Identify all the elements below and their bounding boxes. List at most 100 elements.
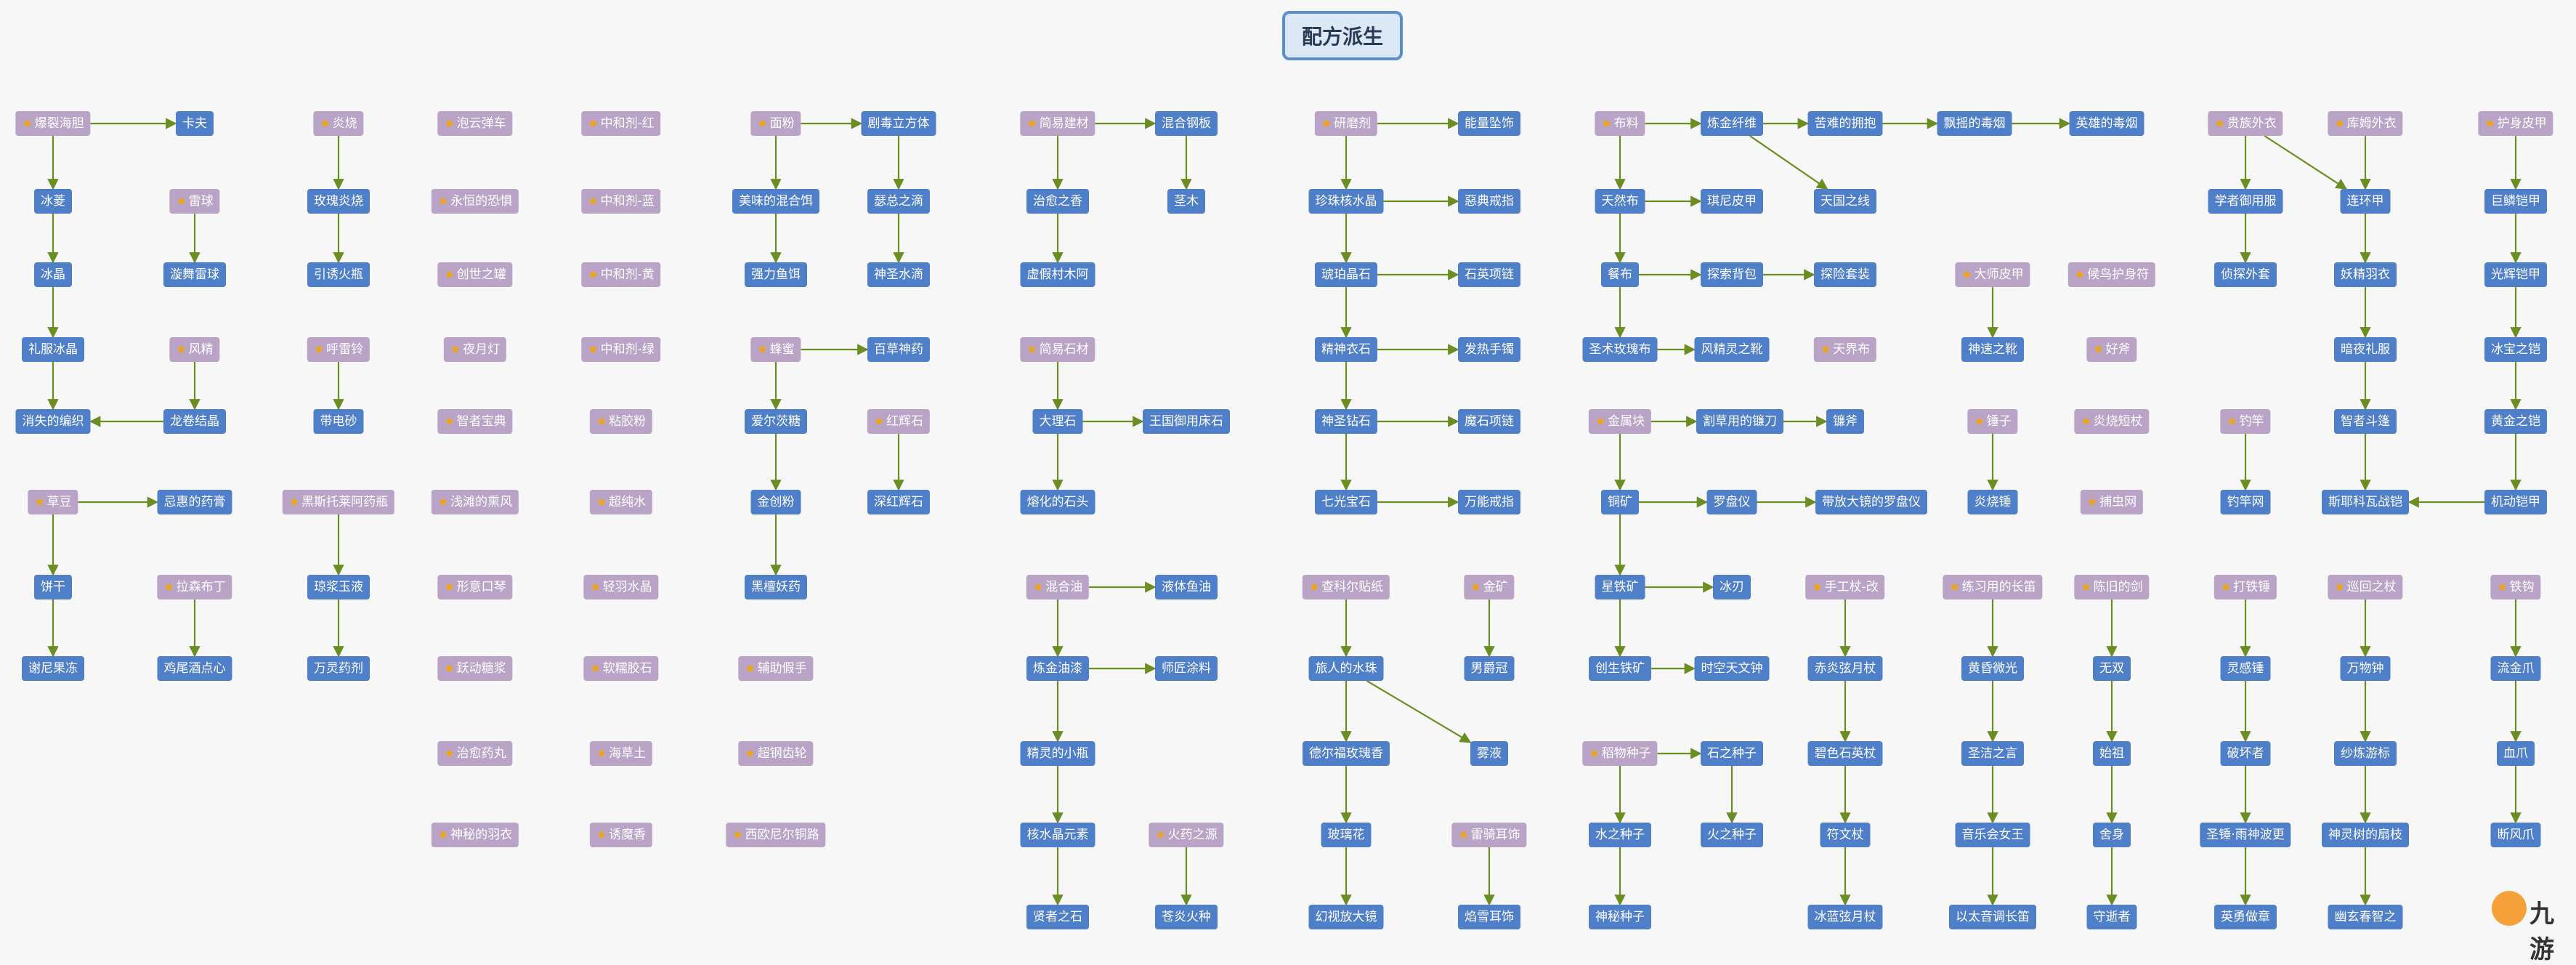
watermark-text: 九游 bbox=[2530, 900, 2554, 964]
recipe-node-label: 中和剂-蓝 bbox=[600, 194, 655, 209]
recipe-node-label: 幽玄春智之 bbox=[2334, 910, 2397, 924]
star-icon: ★ bbox=[1595, 414, 1606, 428]
recipe-node: ★智者宝典 bbox=[437, 409, 513, 434]
recipe-node-label: 神圣钻石 bbox=[1321, 414, 1371, 429]
star-icon: ★ bbox=[1812, 580, 1823, 594]
recipe-node-label: 神速之靴 bbox=[1968, 342, 2017, 357]
recipe-node: 学者御用服 bbox=[2208, 189, 2283, 214]
recipe-node-label: 琪尼皮甲 bbox=[1707, 194, 1757, 209]
recipe-node: 暗夜礼服 bbox=[2334, 337, 2397, 362]
star-icon: ★ bbox=[596, 828, 607, 841]
recipe-node-label: 钓竿 bbox=[2239, 414, 2264, 429]
recipe-node: ★布料 bbox=[1595, 111, 1645, 136]
recipe-node: ★爆裂海胆 bbox=[15, 111, 91, 136]
recipe-node: 以太音调长笛 bbox=[1949, 905, 2036, 929]
recipe-node-label: 精灵的小瓶 bbox=[1026, 746, 1089, 761]
star-icon: ★ bbox=[1026, 342, 1037, 356]
recipe-node-label: 冰蓝弦月杖 bbox=[1814, 910, 1876, 924]
recipe-node: 巨鳞铠甲 bbox=[2484, 189, 2547, 214]
recipe-node: ★简易建材 bbox=[1020, 111, 1095, 136]
recipe-node: 神圣水滴 bbox=[867, 262, 930, 287]
star-icon: ★ bbox=[873, 414, 885, 428]
recipe-node: ★练习用的长笛 bbox=[1943, 575, 2043, 599]
recipe-node-label: 罗盘仪 bbox=[1713, 495, 1751, 509]
recipe-node: ★轻羽水晶 bbox=[583, 575, 659, 599]
recipe-node-label: 大师皮甲 bbox=[1974, 267, 2024, 282]
recipe-node: ★浅滩的熏风 bbox=[431, 490, 519, 514]
recipe-node: ★海草土 bbox=[589, 741, 653, 766]
recipe-node: 男爵冠 bbox=[1464, 656, 1515, 681]
recipe-node-label: 爆裂海胆 bbox=[34, 116, 84, 131]
diagram-title: 配方派生 bbox=[1282, 11, 1403, 60]
recipe-node: ★混合油 bbox=[1026, 575, 1090, 599]
recipe-node-label: 茎木 bbox=[1174, 194, 1199, 209]
recipe-node: 时空天文钟 bbox=[1694, 656, 1770, 681]
recipe-node-label: 玫瑰炎烧 bbox=[314, 194, 363, 209]
recipe-node-label: 饼干 bbox=[41, 580, 65, 594]
recipe-node-label: 冰晶 bbox=[41, 267, 65, 282]
recipe-node-label: 圣洁之言 bbox=[1968, 746, 2017, 761]
recipe-node: ★粘胶粉 bbox=[589, 409, 653, 434]
recipe-node: 玻璃花 bbox=[1321, 823, 1372, 847]
recipe-node: 雾液 bbox=[1470, 741, 1508, 766]
recipe-node: ★辅助假手 bbox=[738, 656, 814, 681]
star-icon: ★ bbox=[588, 194, 599, 208]
star-icon: ★ bbox=[1321, 116, 1332, 130]
star-icon: ★ bbox=[2081, 580, 2091, 594]
recipe-node-label: 布料 bbox=[1613, 116, 1639, 131]
recipe-node: ★呼雷铃 bbox=[307, 337, 370, 362]
recipe-node: ★超钢齿轮 bbox=[738, 741, 814, 766]
recipe-node-label: 百草神药 bbox=[874, 342, 923, 357]
recipe-node-label: 铁钩 bbox=[2509, 580, 2535, 594]
watermark: 九游 bbox=[2492, 891, 2572, 964]
recipe-node: ★护身皮甲 bbox=[2478, 111, 2553, 136]
recipe-node: 礼服冰晶 bbox=[22, 337, 84, 362]
star-icon: ★ bbox=[320, 116, 331, 130]
recipe-node-label: 贵族外衣 bbox=[2227, 116, 2277, 131]
recipe-node-label: 万灵药剂 bbox=[314, 661, 363, 676]
recipe-node-label: 练习用的长笛 bbox=[1961, 580, 2036, 594]
recipe-node-label: 贤者之石 bbox=[1033, 910, 1082, 924]
star-icon: ★ bbox=[2214, 116, 2225, 130]
recipe-node: 消失的编织 bbox=[15, 409, 91, 434]
recipe-node: ★中和剂-黄 bbox=[581, 262, 661, 287]
recipe-node: 贤者之石 bbox=[1026, 905, 1089, 929]
recipe-node: ★锤子 bbox=[1967, 409, 2018, 434]
recipe-node-label: 探险套装 bbox=[1820, 267, 1870, 282]
recipe-node-label: 海草土 bbox=[609, 746, 647, 761]
recipe-node: 核水晶元素 bbox=[1020, 823, 1095, 847]
star-icon: ★ bbox=[444, 267, 455, 281]
recipe-node-label: 冰菱 bbox=[41, 194, 65, 209]
recipe-node: 虚假村木阿 bbox=[1020, 262, 1095, 287]
recipe-node: 卡夫 bbox=[176, 111, 214, 136]
recipe-node-label: 雾液 bbox=[1477, 746, 1502, 761]
recipe-node: ★拉森布丁 bbox=[157, 575, 232, 599]
recipe-node-label: 神圣水滴 bbox=[874, 267, 923, 282]
recipe-node-label: 七光宝石 bbox=[1321, 495, 1371, 509]
recipe-node: 龙卷结晶 bbox=[163, 409, 226, 434]
recipe-node-label: 捕虫网 bbox=[2099, 495, 2137, 509]
recipe-node: 风精灵之靴 bbox=[1694, 337, 1770, 362]
recipe-node-label: 守逝者 bbox=[2093, 910, 2131, 924]
recipe-node-label: 锤子 bbox=[1986, 414, 2012, 429]
recipe-node-label: 中和剂-绿 bbox=[600, 342, 655, 357]
recipe-node: 星铁矿 bbox=[1595, 575, 1645, 599]
recipe-node-label: 手工杖-改 bbox=[1824, 580, 1879, 594]
recipe-node: ★金矿 bbox=[1464, 575, 1515, 599]
recipe-node: 冰菱 bbox=[34, 189, 72, 214]
recipe-node-label: 飘摇的毒烟 bbox=[1943, 116, 2006, 131]
recipe-node-label: 永恒的恐惧 bbox=[450, 194, 513, 209]
recipe-node-label: 中和剂-黄 bbox=[600, 267, 655, 282]
recipe-node-label: 谢尼果冻 bbox=[28, 661, 78, 676]
recipe-node-label: 舍身 bbox=[2099, 828, 2124, 842]
recipe-node-label: 英勇做章 bbox=[2221, 910, 2270, 924]
star-icon: ★ bbox=[596, 746, 607, 760]
star-icon: ★ bbox=[757, 116, 768, 130]
recipe-node-label: 西欧尼尔铜路 bbox=[745, 828, 819, 842]
recipe-node-label: 雷球 bbox=[188, 194, 214, 209]
recipe-node: 石英项链 bbox=[1458, 262, 1520, 287]
star-icon: ★ bbox=[2086, 495, 2098, 509]
recipe-node: 妖精羽衣 bbox=[2334, 262, 2397, 287]
recipe-node: 精神衣石 bbox=[1315, 337, 1377, 362]
star-icon: ★ bbox=[450, 342, 461, 356]
